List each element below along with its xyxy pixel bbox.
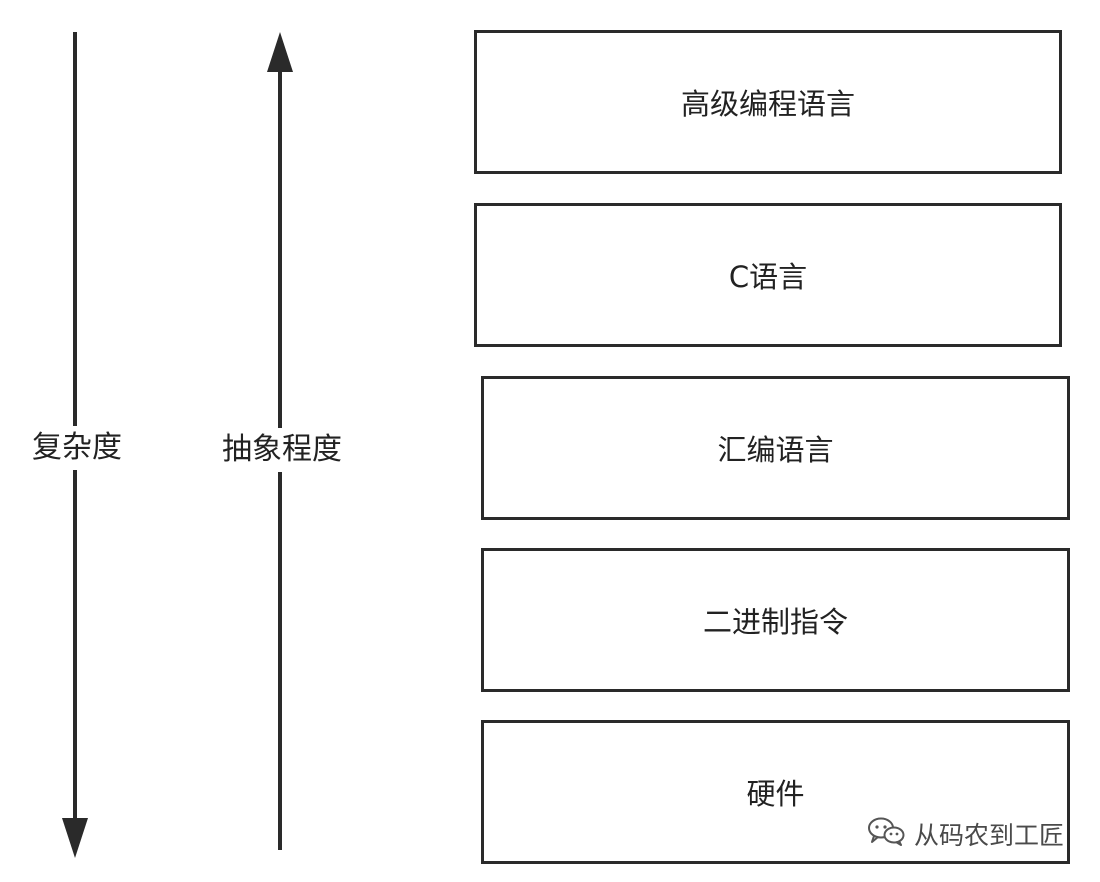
layer-box-binary-instructions: 二进制指令	[481, 548, 1070, 692]
layer-box-high-level-language: 高级编程语言	[474, 30, 1062, 174]
complexity-arrow-head	[62, 818, 88, 858]
layer-label: 二进制指令	[702, 605, 848, 639]
complexity-axis-label: 复杂度	[30, 426, 124, 470]
layer-label: C语言	[728, 260, 808, 294]
wechat-icon	[866, 816, 906, 852]
layer-label: 汇编语言	[717, 433, 834, 467]
abstraction-arrow-head	[267, 32, 293, 72]
abstraction-axis-label: 抽象程度	[220, 428, 344, 472]
layer-label: 高级编程语言	[680, 87, 855, 121]
layer-box-assembly-language: 汇编语言	[481, 376, 1070, 520]
layer-box-c-language: C语言	[474, 203, 1062, 347]
watermark-text: 从码农到工匠	[913, 821, 1064, 850]
watermark: 从码农到工匠	[865, 816, 1064, 852]
layer-label: 硬件	[746, 777, 805, 811]
